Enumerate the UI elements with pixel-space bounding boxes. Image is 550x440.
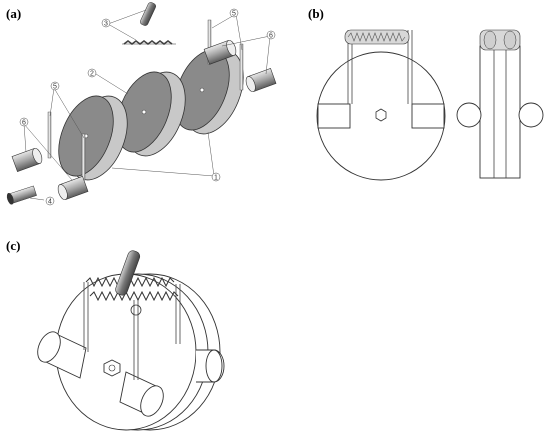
svg-text:5: 5 — [53, 84, 57, 91]
svg-text:1: 1 — [214, 175, 218, 182]
callout-4: 4 — [45, 196, 55, 206]
hex-nut-c — [103, 359, 121, 377]
callout-5-top: 5 — [229, 8, 239, 18]
roller-c-left — [37, 331, 87, 379]
roller-c-bottom — [119, 371, 164, 417]
panel-label-c: (c) — [6, 238, 20, 253]
front-view — [316, 29, 446, 181]
panel-b: (b) — [308, 6, 544, 181]
svg-text:3: 3 — [104, 21, 108, 28]
svg-text:2: 2 — [90, 71, 94, 78]
hex-nut-front — [375, 108, 387, 122]
rollers-6 — [11, 39, 277, 201]
bolt-4 — [6, 185, 37, 205]
svg-text:6: 6 — [22, 120, 26, 127]
side-view — [456, 29, 544, 179]
spring-assembly-3 — [122, 2, 176, 45]
svg-text:4: 4 — [48, 199, 52, 206]
callout-6-left: 6 — [19, 117, 29, 127]
panel-c: (c) — [6, 238, 225, 431]
panel-label-b: (b) — [308, 6, 324, 21]
callout-3: 3 — [101, 18, 111, 28]
svg-text:6: 6 — [269, 33, 273, 40]
leader-lines — [23, 9, 271, 201]
disc-back — [174, 49, 244, 135]
svg-text:5: 5 — [232, 11, 236, 18]
panel-a: (a) — [6, 2, 277, 206]
callout-6-top: 6 — [266, 30, 276, 40]
panel-label-a: (a) — [6, 6, 21, 21]
callout-5-left: 5 — [50, 81, 60, 91]
roller-c-back — [196, 349, 225, 383]
roller-side-left — [456, 102, 482, 128]
tension-bolt-c — [115, 250, 142, 316]
roller-side-right — [518, 102, 544, 128]
spring-front — [344, 29, 410, 45]
callout-2: 2 — [87, 68, 97, 78]
callout-1: 1 — [211, 172, 221, 182]
